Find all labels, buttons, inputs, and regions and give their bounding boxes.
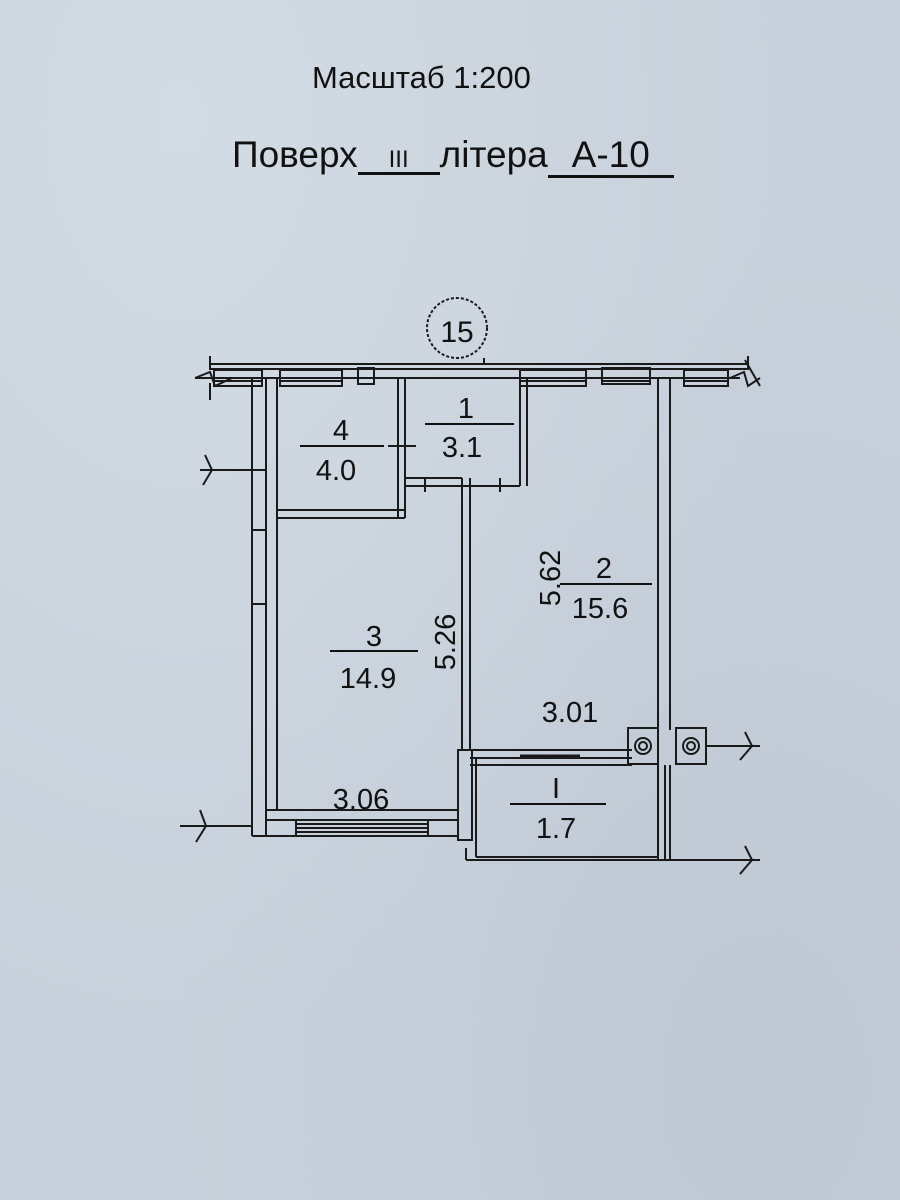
room-number: 2 <box>596 553 612 585</box>
room-area: 1.7 <box>536 813 576 845</box>
letter-value: А-10 <box>547 135 674 178</box>
scale-label: Масштаб 1:200 <box>312 60 531 95</box>
bottom-wall <box>180 809 458 843</box>
inner-left-wall <box>265 378 278 810</box>
room-area: 4.0 <box>316 455 356 487</box>
top-exterior-wall <box>194 356 761 388</box>
room-area: 3.1 <box>442 432 482 464</box>
room-number: I <box>552 773 560 805</box>
partition-walls <box>277 378 659 861</box>
letter-label: літера <box>439 134 548 175</box>
room-number: 4 <box>333 415 349 447</box>
dimension-label: 3.06 <box>333 784 389 816</box>
room-area: 14.9 <box>340 663 396 695</box>
right-exterior-wall <box>627 359 761 875</box>
left-exterior-wall <box>200 378 267 837</box>
dimension-label: 5.26 <box>430 614 462 670</box>
axis-marker-label: 15 <box>440 316 473 349</box>
floor-value: III <box>357 147 440 176</box>
room-area: 15.6 <box>572 593 628 625</box>
floor-label: Поверх <box>232 134 358 175</box>
dimension-label: 5.62 <box>535 550 567 606</box>
dimension-label: 3.01 <box>542 697 598 729</box>
room-number: 3 <box>366 621 382 653</box>
room-number: 1 <box>458 393 474 425</box>
